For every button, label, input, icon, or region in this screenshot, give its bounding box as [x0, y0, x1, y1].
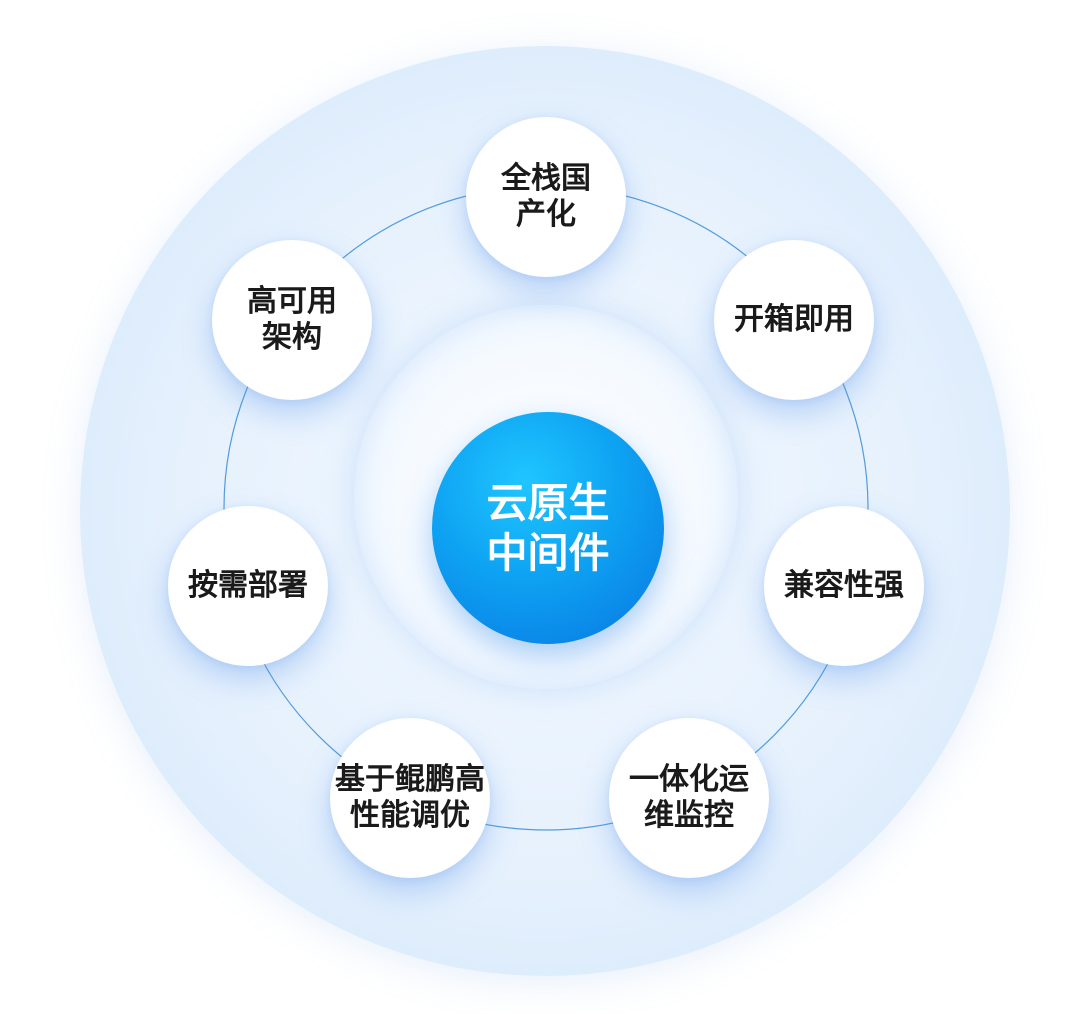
feature-label: 高可用架构 [247, 284, 337, 355]
feature-label: 兼容性强 [784, 568, 904, 603]
feature-node-kunpeng-tuning: 基于鲲鹏高性能调优 [330, 718, 490, 878]
feature-label: 开箱即用 [734, 302, 854, 337]
feature-label: 一体化运维监控 [629, 762, 749, 833]
feature-label: 全栈国产化 [501, 161, 591, 232]
feature-node-monitoring: 一体化运维监控 [609, 718, 769, 878]
feature-node-full-stack: 全栈国产化 [466, 117, 626, 277]
center-label: 云原生中间件 [486, 479, 610, 577]
feature-node-on-demand: 按需部署 [168, 506, 328, 666]
feature-node-high-availability: 高可用架构 [212, 240, 372, 400]
center-core: 云原生中间件 [432, 412, 664, 644]
feature-node-out-of-box: 开箱即用 [714, 240, 874, 400]
feature-node-compatibility: 兼容性强 [764, 506, 924, 666]
feature-label: 按需部署 [188, 568, 308, 603]
feature-label: 基于鲲鹏高性能调优 [335, 762, 485, 833]
